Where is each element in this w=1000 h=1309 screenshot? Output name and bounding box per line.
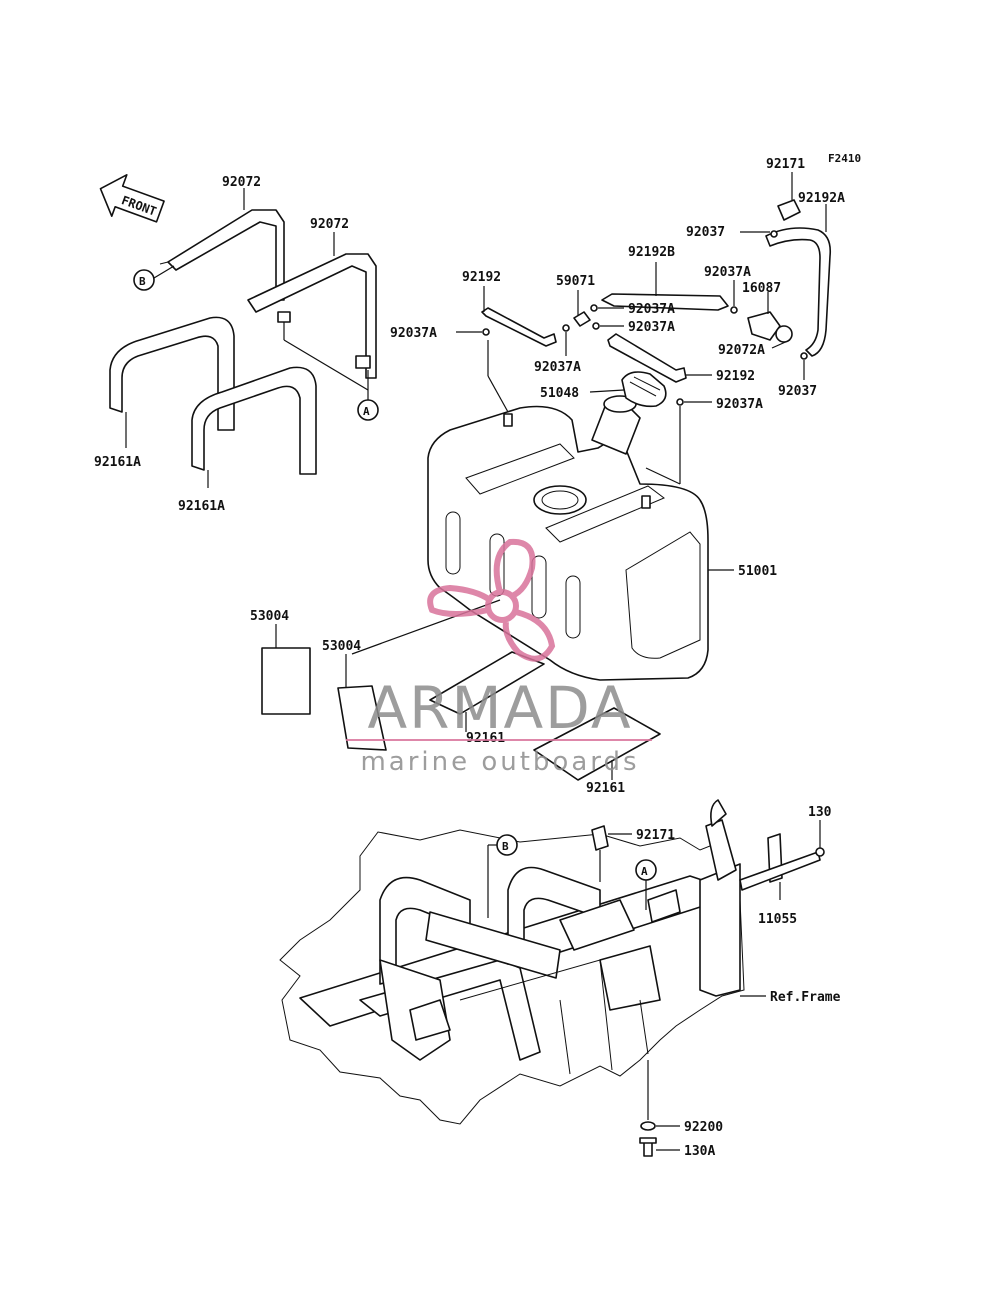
label-92192-top: 92192 [462, 270, 501, 285]
label-53004-a: 53004 [250, 609, 289, 624]
clamp-92037-top [770, 230, 778, 238]
clamp-92037A-d [676, 398, 684, 406]
label-92200: 92200 [684, 1120, 723, 1135]
bolt-130A [639, 1137, 657, 1157]
callout-a-frame-text: A [641, 865, 648, 878]
label-51048: 51048 [540, 386, 579, 401]
label-plate-53004-a [261, 647, 311, 715]
clamp-92037-bottom [800, 352, 808, 360]
hose-92192-mid [607, 333, 687, 383]
pad-92161A-rear [109, 316, 235, 431]
label-92161A-front: 92161A [178, 499, 225, 514]
strap-92072-front [247, 253, 377, 379]
label-92037-top: 92037 [686, 225, 725, 240]
fuel-cap-51048 [621, 371, 667, 408]
brand-tagline: marine outboards [360, 747, 639, 777]
label-92037A-c: 92037A [534, 360, 581, 375]
label-92072-front: 92072 [310, 217, 349, 232]
propeller-icon [427, 538, 556, 662]
fuel-tank-51001 [427, 395, 709, 681]
label-ref-frame: Ref.Frame [770, 990, 841, 1005]
label-92171-frame: 92171 [636, 828, 675, 843]
label-130A: 130A [684, 1144, 715, 1159]
clip-92171-frame [591, 825, 609, 851]
pad-92161-a [429, 651, 545, 715]
callout-a-top [357, 399, 379, 421]
clamp-92037A-b [592, 322, 600, 330]
label-16087: 16087 [742, 281, 781, 296]
clamp-92037A-left [482, 328, 490, 336]
callout-b-frame-text: B [502, 840, 509, 853]
label-51001: 51001 [738, 564, 777, 579]
label-92072-rear: 92072 [222, 175, 261, 190]
armada-logo-watermark: ARMADA marine outboards [346, 538, 652, 777]
callout-b-left-text: B [139, 275, 146, 288]
label-92161-b: 92161 [586, 781, 625, 796]
fitting-59071 [573, 311, 591, 327]
label-59071: 59071 [556, 274, 595, 289]
valve-16087 [747, 311, 793, 343]
label-92192B: 92192B [628, 245, 675, 260]
strap-92072-rear [159, 209, 285, 301]
bolt-130 [815, 847, 825, 857]
hose-92192A [765, 227, 832, 357]
hose-92192B [601, 293, 729, 311]
label-92192-mid: 92192 [716, 369, 755, 384]
label-92037A-a: 92037A [628, 302, 675, 317]
label-92161A-rear: 92161A [94, 455, 141, 470]
clamp-92037A-e [730, 306, 738, 314]
label-92037A-e: 92037A [704, 265, 751, 280]
figure-code: F2410 [828, 152, 861, 165]
front-arrow-icon: FRONT [99, 174, 165, 223]
frame-assembly [279, 799, 745, 1125]
callout-b-left [133, 269, 155, 291]
label-92171-top: 92171 [766, 157, 805, 172]
hose-92192-left [481, 307, 557, 347]
label-92192A: 92192A [798, 191, 845, 206]
washer-92200 [640, 1121, 656, 1131]
label-11055: 11055 [758, 912, 797, 927]
label-92161-a: 92161 [466, 731, 505, 746]
callout-a-top-text: A [363, 405, 370, 418]
pad-92161-b [533, 707, 661, 781]
clip-92171-top [777, 199, 801, 221]
brand-wordmark: ARMADA [367, 674, 632, 742]
clamp-92037A-c [562, 324, 570, 332]
bracket-11055 [739, 833, 821, 891]
clamp-92037A-a [590, 304, 598, 312]
label-130: 130 [808, 805, 832, 820]
label-92072A: 92072A [718, 343, 765, 358]
pad-92161A-front [191, 366, 317, 475]
label-53004-b: 53004 [322, 639, 361, 654]
label-92037A-left: 92037A [390, 326, 437, 341]
label-92037A-d: 92037A [716, 397, 763, 412]
label-92037A-b: 92037A [628, 320, 675, 335]
label-plate-53004-b [337, 685, 387, 751]
label-92037-bottom: 92037 [778, 384, 817, 399]
